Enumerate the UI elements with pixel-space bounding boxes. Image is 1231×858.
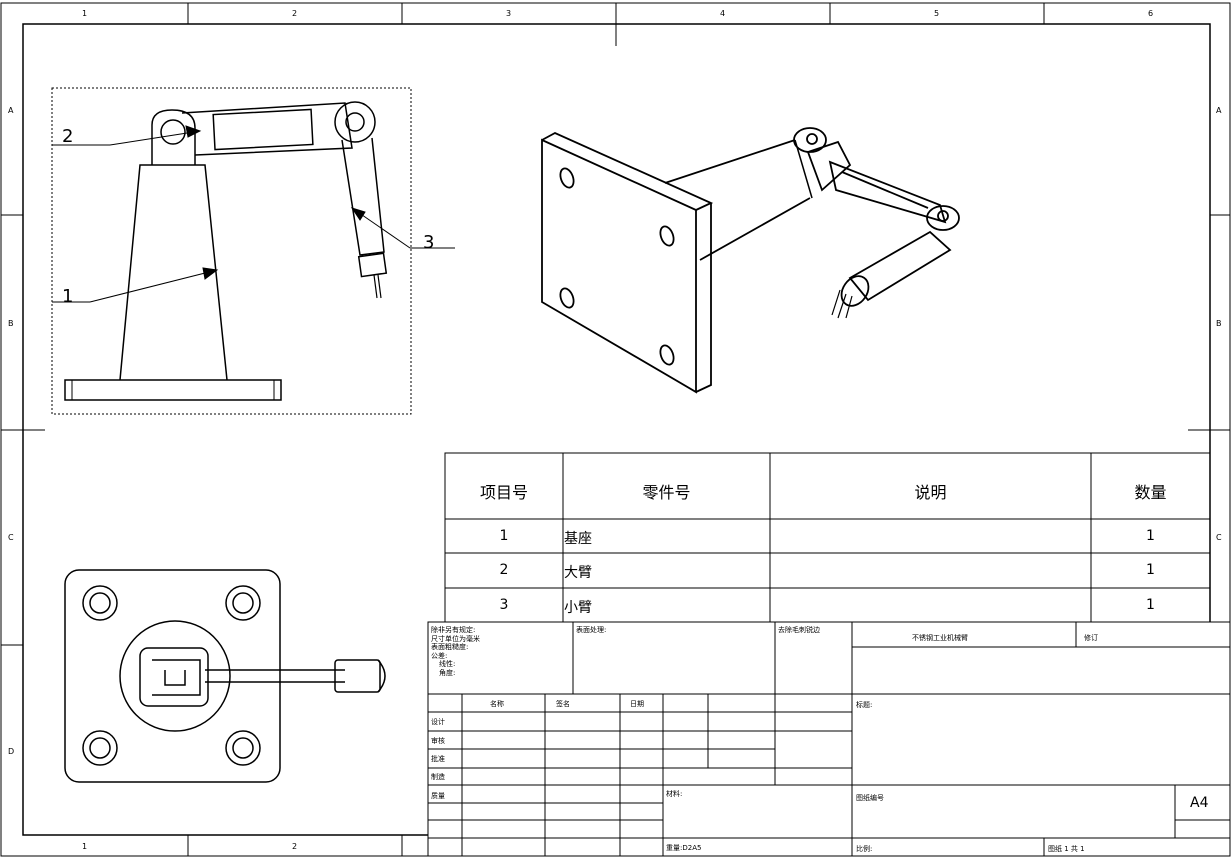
bom-quantity: 1 [1146,597,1155,613]
zone-col-6: 6 [1148,9,1153,18]
row-label-design: 设计 [431,718,445,726]
note-line: 除非另有规定: [431,626,476,634]
bom-part-name: 基座 [564,531,592,547]
view-boundary [51,87,412,415]
column-signature-label: 签名 [556,700,570,708]
top-base-plate [64,569,281,783]
note-line: 公差: [431,651,448,660]
bom-item-number: 1 [499,528,509,544]
bom-part-name: 大臂 [564,565,592,581]
drawing-number-label: 图纸编号 [856,794,884,802]
deburr-label: 去除毛刺锐边 [778,626,820,634]
bom-item-number: 3 [499,597,509,613]
row-label-review: 审核 [431,737,445,745]
callout-3: 3 [423,232,434,253]
note-line: 角度: [439,668,456,677]
company-name: 不锈钢工业机械臂 [912,634,968,642]
bom-header-desc: 说明 [914,483,947,502]
zone-col-5: 5 [934,9,939,18]
zone-row-b-right: B [1216,319,1222,328]
callout-2: 2 [62,126,73,147]
top-view [64,569,386,783]
zone-row-b: B [8,319,14,328]
row-label-quality: 质量 [431,792,445,800]
front-view [51,87,412,415]
zone-row-a: A [8,106,14,115]
title-block-grid [427,621,1231,857]
zone-col-1: 1 [82,9,87,18]
upper-arm [181,102,353,156]
finish-label: 表面处理: [576,626,607,634]
sheet-number-label: 图纸 1 共 1 [1048,845,1085,853]
bom-header-part: 零件号 [642,483,691,502]
weight-label: 重量:D2A5 [666,844,702,852]
bom-row-3: 3 小臂 1 [445,588,1210,623]
revision-label: 修订 [1084,634,1098,642]
row-label-manufacture: 制造 [431,773,445,781]
bom-quantity: 1 [1146,562,1155,578]
bom-grid [444,452,1211,624]
forearm-iso [848,230,952,302]
bom-row-1: 1 基座 1 [445,519,1210,553]
zone-row-c: C [8,533,14,542]
bom-item-number: 2 [499,562,509,578]
column-name-label: 名称 [490,700,504,708]
bom-row-2: 2 大臂 1 [445,553,1210,588]
isometric-view [541,127,960,394]
zone-col-2-bottom: 2 [292,842,297,851]
upper-arm-iso [828,160,947,224]
column-date-label: 日期 [630,700,644,708]
material-label: 材料: [666,790,683,798]
note-line: 尺寸单位为毫米 [431,634,480,643]
zone-row-a-right: A [1216,106,1222,115]
zone-col-3: 3 [506,9,511,18]
note-line: 线性: [439,660,456,668]
bom-table: 项目号 零件号 说明 数量 1 基座 1 2 大臂 1 3 小臂 1 [445,453,1210,623]
scale-label: 比例: [856,845,873,853]
zone-row-d: D [8,747,14,756]
note-line: 表面粗糙度: [431,643,469,651]
bom-header-item: 项目号 [479,483,528,502]
general-notes: 除非另有规定: 尺寸单位为毫米 表面粗糙度: 公差: 线性: 角度: [431,626,480,677]
title-block: 除非另有规定: 尺寸单位为毫米 表面粗糙度: 公差: 线性: 角度: 表面处理:… [428,622,1230,856]
callout-1: 1 [62,286,73,307]
zone-row-c-right: C [1216,533,1222,542]
bom-quantity: 1 [1146,528,1155,544]
zone-col-2: 2 [292,9,297,18]
bom-header-qty: 数量 [1134,483,1167,502]
forearm [341,137,385,256]
sheet-size: A4 [1190,795,1209,811]
bom-part-name: 小臂 [564,600,592,616]
zone-col-4: 4 [720,9,725,18]
leader-lines [52,125,455,303]
drawing-title-label: 标题: [856,701,873,709]
zone-ticks [1,3,1230,856]
zone-col-1-bottom: 1 [82,842,87,851]
row-label-approve: 批准 [431,755,445,763]
base-plate [64,379,282,401]
base-column [119,164,228,381]
